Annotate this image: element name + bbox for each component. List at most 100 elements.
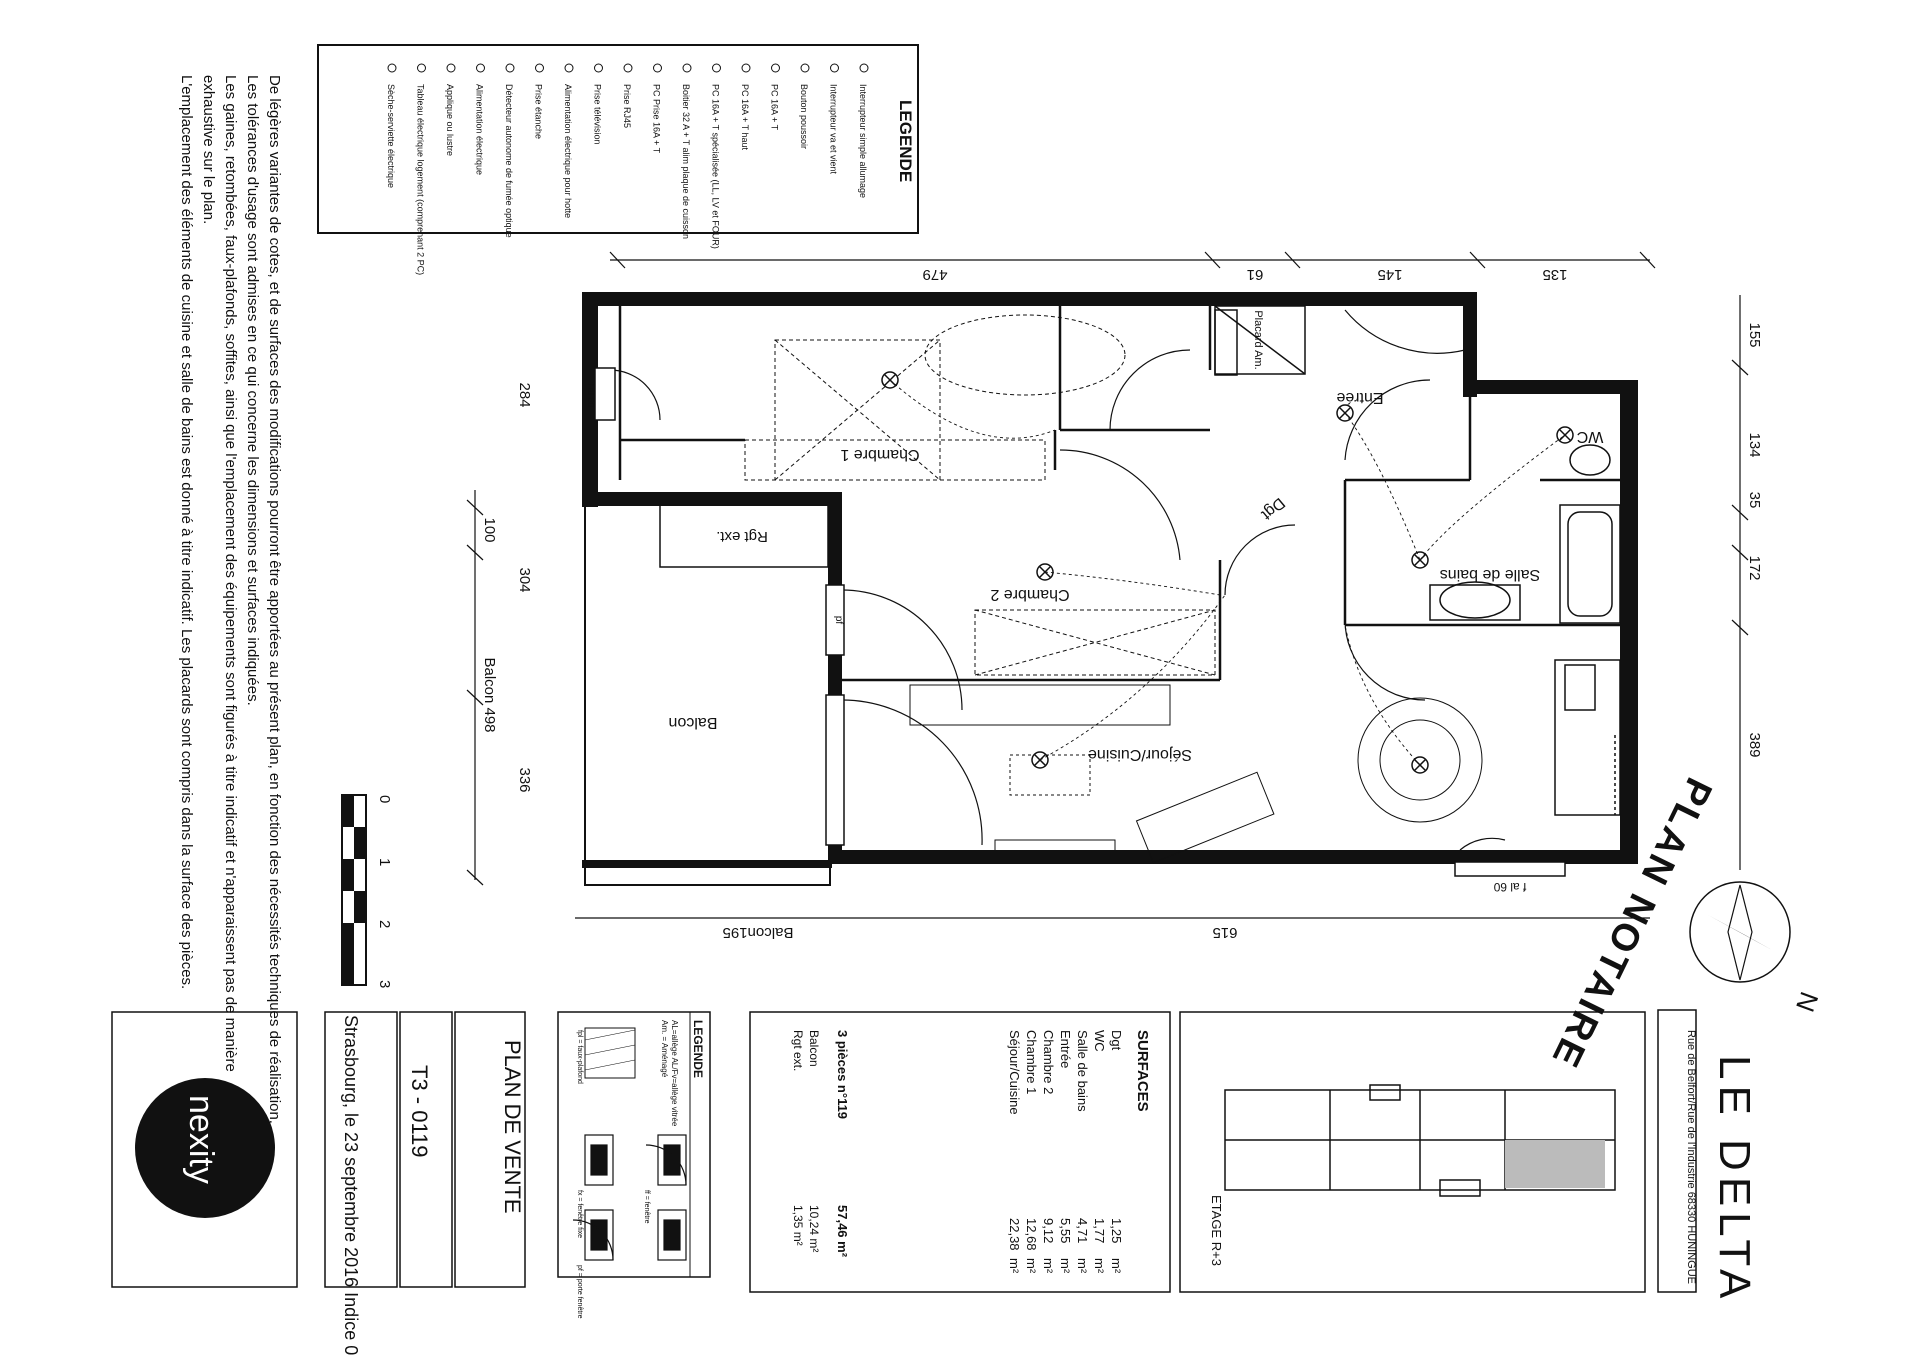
opening-legend-line1: AL=allège AL/Fv=allège vitrée [670, 1020, 679, 1127]
legend-symbol-icon [535, 63, 544, 73]
legend-item: PC Prise 16A + T [652, 63, 662, 154]
surface-row-value: 1,77 [1092, 1218, 1107, 1243]
surface-row-name: Séjour/Cuisine [1007, 1030, 1022, 1115]
surface-row-name: Chambre 1 [1024, 1030, 1039, 1094]
surface-row-unit: m² [1109, 1258, 1124, 1274]
surfaces-total-value: 57,46 m² [835, 1205, 850, 1258]
legend-symbol-icon [387, 63, 397, 73]
windows [594, 309, 1566, 877]
window-pf: pf [833, 616, 844, 625]
surface-extra-value: 10,24 m² [807, 1205, 821, 1252]
surface-row-name: Chambre 2 [1041, 1030, 1056, 1094]
floor-label: ETAGE R+3 [1209, 1195, 1224, 1266]
surface-row-value: 9,12 [1041, 1218, 1056, 1243]
legend-symbol-icon [594, 63, 603, 73]
opening-legend-line2: Am. = Aménagé [660, 1020, 669, 1078]
room-chambre-1: Chambre 1 [840, 446, 919, 463]
legend-item-label: Détecteur autonome de fumée optique [504, 84, 514, 238]
kitchen-counter [1554, 659, 1621, 816]
north-arrow: N [1689, 881, 1825, 1016]
dim-bottom-615: 615 [1212, 924, 1237, 941]
legend-item-label: PC 16A + T spécialisée (LL, LV et FOUR) [711, 84, 721, 249]
room-labels: Chambre 1 Chambre 2 Entrée Dgt WC Salle … [586, 310, 1603, 894]
opening-legend-title: LEGENDE [691, 1020, 705, 1078]
interior-walls [618, 306, 1620, 682]
surface-row-value: 1,25 [1109, 1218, 1124, 1243]
room-wc: WC [1577, 428, 1604, 445]
disclaimer-line: De légères variantes de cotes, et de sur… [266, 75, 283, 1124]
dim-top-135: 135 [1542, 266, 1567, 283]
legend-item-label: PC 16A + T haut [740, 84, 750, 150]
legend-item-label: Boitier 32 A + T alim plaque de cuisson [681, 84, 691, 239]
surfaces-title: SURFACES [1134, 1030, 1151, 1112]
sejour-furniture [909, 684, 1483, 864]
legend-item: Applique ou lustre [445, 63, 456, 156]
sale-date: Strasbourg, le 23 septembre 2016 Indice … [341, 1015, 361, 1355]
door-swings [609, 309, 1506, 851]
room-placard: Placard Am. [1252, 310, 1264, 369]
surface-row-value: 4,71 [1075, 1218, 1090, 1243]
symbol-legend-title: LEGENDE [896, 100, 915, 182]
legend-item: Interrupteur va et vient [829, 63, 839, 175]
legend-item-label: Alimentation électrique [475, 84, 485, 175]
room-salle-de-bains: Salle de bains [1440, 566, 1541, 583]
legend-item: Tableau électrique logement (comprenant … [416, 63, 426, 275]
legend-symbol-icon [505, 63, 515, 73]
project-name: LE DELTA [1710, 1055, 1759, 1304]
legend-symbol-icon [417, 63, 426, 73]
wiring [889, 379, 1566, 766]
dimension-lines [466, 251, 1749, 919]
legend-symbol-icon [741, 63, 751, 73]
floor-plan: Chambre 1 Chambre 2 Entrée Dgt WC Salle … [582, 292, 1638, 894]
surface-row-unit: m² [1024, 1258, 1039, 1274]
legend-item: Alimentation électrique pour hotte [563, 63, 574, 218]
dim-top-145: 145 [1377, 266, 1402, 283]
legend-item: PC 16A + T haut [740, 63, 751, 150]
disclaimer: De légères variantes de cotes, et de sur… [178, 75, 283, 1124]
opening-legend-pf: pf = porte fenêtre [576, 1265, 583, 1319]
dim-left-balcon-498: Balcon 498 [481, 657, 498, 732]
legend-item-label: Interrupteur va et vient [829, 84, 839, 175]
legend-item: Alimentation électrique [475, 63, 485, 175]
dim-right-35: 35 [1746, 492, 1763, 509]
legend-item-label: Prise télévision [593, 84, 603, 145]
legend-item: PC 16A + T spécialisée (LL, LV et FOUR) [711, 63, 721, 249]
legend-item-label: Tableau électrique logement (comprenant … [416, 84, 426, 275]
opening-legend-fixe: fx = fenêtre fixe [576, 1190, 583, 1238]
disclaimer-line: Les gaines, retombées, faux-plafonds, so… [222, 75, 239, 1072]
room-sejour-cuisine: Séjour/Cuisine [1088, 746, 1192, 763]
dim-right-134: 134 [1746, 432, 1763, 457]
surface-row-unit: m² [1041, 1258, 1056, 1274]
legend-item: Détecteur autonome de fumée optique [504, 63, 515, 238]
legend-symbol-icon [476, 63, 485, 73]
balcony-outline [584, 504, 831, 886]
surface-row-value: 22,38 [1007, 1218, 1022, 1251]
opening-legend-fpl: fpl = faux-plafond [576, 1030, 583, 1084]
north-label: N [1790, 988, 1825, 1016]
opening-legend: LEGENDE AL=allège AL/Fv=allège vitrée Am… [557, 1011, 711, 1319]
legend-symbol-icon [859, 63, 869, 73]
surface-row-value: 5,55 [1058, 1218, 1073, 1243]
surface-row-name: Dgt [1109, 1030, 1124, 1051]
legend-item-label: Applique ou lustre [445, 84, 455, 156]
surface-extra-name: Rgt ext. [791, 1030, 805, 1071]
rgt-ext [659, 504, 829, 568]
floor-key-plan: ETAGE R+3 [1179, 1011, 1646, 1293]
window-f-al-60: f al 60 [1493, 880, 1526, 894]
surface-row-name: WC [1092, 1030, 1107, 1052]
project-block: Rue de Belfort/Rue de l'Industrie 68330 … [1657, 1009, 1759, 1304]
scale-label-3: 3 [376, 980, 393, 988]
legend-item: Prise télévision [593, 63, 603, 145]
legend-symbol-icon [712, 63, 721, 73]
chambre2-bed [974, 609, 1216, 676]
scale-label-0: 0 [376, 795, 393, 803]
legend-symbol-icon [446, 63, 456, 73]
legend-item: Boitier 32 A + T alim plaque de cuisson [681, 63, 692, 239]
dim-bottom-balcon195: Balcon195 [723, 924, 794, 941]
scale-label-2: 2 [376, 920, 393, 928]
dim-left-304: 304 [516, 567, 533, 592]
dim-right-172: 172 [1746, 555, 1763, 580]
nexity-logo: nexity [111, 1011, 298, 1288]
